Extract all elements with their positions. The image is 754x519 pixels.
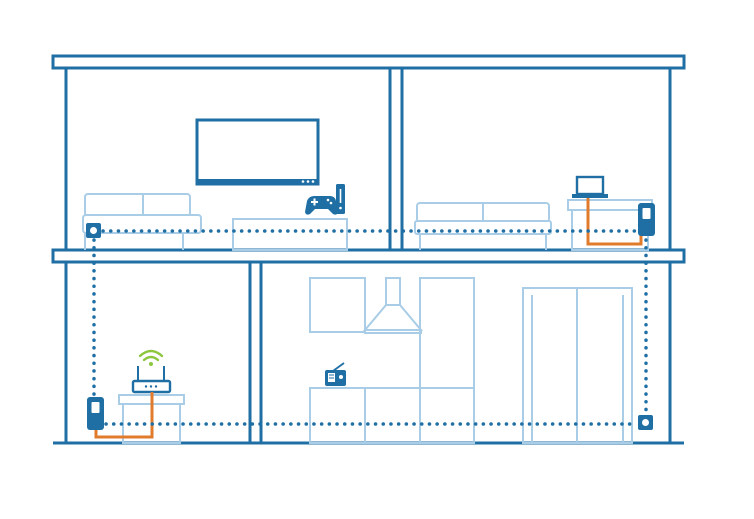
office [414,175,655,251]
game-controller-icon [305,196,338,215]
bed-icon [414,202,552,250]
ethernet-cable-laptop [586,198,643,246]
kitchen-cabinet-icon [309,277,366,333]
power-socket-icon [638,415,653,430]
wardrobe-icon [522,287,633,444]
radio-icon [325,362,346,386]
console-icon [336,184,345,214]
ethernet-cable-router [94,392,154,439]
powerline-adapter-icon [638,203,655,236]
sofa-icon [82,193,202,250]
router-room [87,349,185,444]
powerline-adapter-icon [87,397,104,430]
tall-cabinet-icon [419,277,475,444]
roof-slab [51,54,686,70]
laptop-icon [572,175,608,198]
kitchen [309,277,653,444]
lower-partition-wall [248,260,263,445]
upper-partition-wall [388,66,404,252]
powerline-path [92,229,648,426]
living-room [82,118,348,251]
tv-icon [195,118,320,186]
kitchen-counter-icon [309,387,475,444]
router-icon [131,366,172,394]
tv-stand-icon [232,218,348,251]
house-structure [51,54,686,445]
floor-slab [51,248,686,264]
power-socket-icon [86,223,101,238]
wifi-icon [138,349,164,366]
range-hood-icon [362,277,424,334]
